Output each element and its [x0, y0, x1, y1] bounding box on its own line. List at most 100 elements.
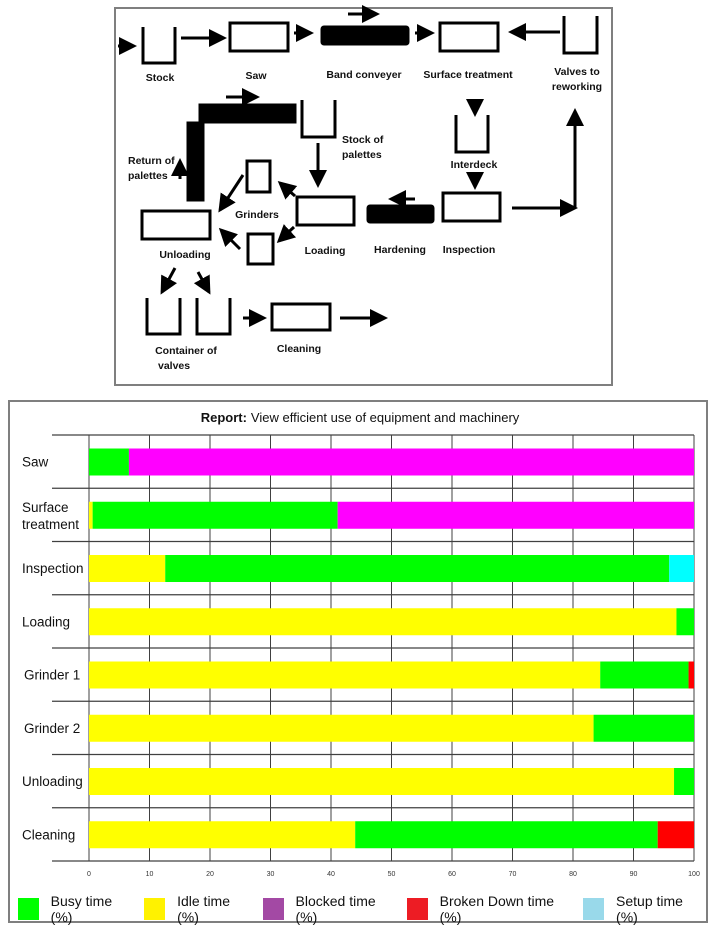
x-tick-label: 20 — [206, 871, 214, 878]
surface-treatment-machine — [438, 21, 500, 53]
chart-legend: Busy time (%) Idle time (%) Blocked time (… — [18, 893, 715, 925]
arrow-loading-grinder-1 — [277, 181, 298, 200]
category-label: Inspection — [22, 561, 84, 576]
legend-item: Idle time (%) — [144, 893, 250, 925]
legend-swatch — [144, 898, 166, 920]
label-grinders: Grinders — [235, 209, 279, 221]
bar-segment-idle-time — [89, 821, 356, 849]
palette-return-conveyer-vertical — [186, 121, 205, 202]
arrow-unloading-container-1 — [160, 267, 178, 295]
legend-label: Broken Down time (%) — [439, 893, 555, 925]
legend-item: Busy time (%) — [18, 893, 132, 925]
bar-segment-blocked-time — [128, 448, 694, 476]
legend-swatch — [18, 898, 39, 920]
bar-segment-busy-time — [355, 821, 658, 849]
bar-segment-idle-time — [89, 768, 675, 795]
legend-swatch — [262, 898, 284, 920]
bar-segment-busy-time — [674, 768, 694, 795]
chart-title-bold: Report: — [201, 410, 247, 425]
x-tick-label: 10 — [146, 871, 154, 878]
container-of-valves-bin-1 — [145, 298, 182, 336]
label-stock-of-palettes-1: Stock of — [342, 134, 384, 146]
legend-item: Setup time (%) — [583, 893, 703, 925]
category-label: Grinder 2 — [24, 721, 80, 736]
label-valves-line-2: reworking — [552, 81, 602, 93]
arrow-loading-grinder-2 — [276, 224, 297, 244]
label-unloading: Unloading — [159, 249, 210, 261]
label-hardening: Hardening — [374, 244, 426, 256]
label-interdeck: Interdeck — [451, 159, 498, 171]
chart-title: Report: View efficient use of equipment a… — [201, 410, 520, 425]
label-valves-line-1: Valves to — [554, 66, 600, 78]
chart-title-text: View efficient use of equipment and mach… — [251, 410, 520, 425]
band-conveyer — [320, 25, 410, 46]
category-label: Unloading — [22, 774, 83, 789]
bar-segment-busy-time — [92, 501, 338, 529]
grinder-2-machine — [246, 232, 275, 266]
saw-machine — [228, 21, 290, 53]
bar-segment-idle-time — [89, 555, 166, 582]
category-label: Loading — [22, 614, 70, 629]
label-inspection: Inspection — [443, 244, 496, 256]
bar-segment-blocked-time — [337, 501, 694, 529]
category-label: Cleaning — [22, 827, 75, 842]
bar-segment-busy-time — [165, 555, 670, 582]
arrow-grinder-1-unloading — [218, 174, 245, 213]
legend-label: Blocked time (%) — [295, 893, 376, 925]
bar-segment-busy-time — [593, 714, 694, 742]
label-return-of-palettes-2: palettes — [128, 170, 168, 182]
x-tick-label: 30 — [267, 871, 275, 878]
process-flow-diagram: Stock Saw Band conveyer Surface treatmen… — [114, 5, 613, 386]
legend-swatch — [583, 898, 605, 920]
container-of-valves-bin-2 — [195, 298, 232, 336]
arrow-grinder-2-unloading — [218, 227, 242, 251]
label-container-of-valves-2: valves — [158, 360, 190, 372]
chart-frame — [8, 400, 708, 923]
x-tick-label: 60 — [448, 871, 456, 878]
stock-bin — [141, 27, 177, 65]
bar-segment-idle-time — [89, 501, 93, 529]
legend-item: Broken Down time (%) — [406, 893, 571, 925]
bar-segment-setup-time — [669, 555, 694, 582]
bar-segment-broken-down-time — [657, 821, 694, 849]
x-tick-label: 70 — [509, 871, 517, 878]
inspection-machine — [441, 191, 502, 223]
label-stock-of-palettes-2: palettes — [342, 149, 382, 161]
label-loading: Loading — [305, 245, 346, 257]
label-stock: Stock — [146, 72, 175, 84]
x-tick-label: 80 — [569, 871, 577, 878]
palette-return-conveyer-horizontal — [198, 103, 297, 124]
label-saw: Saw — [245, 70, 267, 82]
interdeck-bin — [454, 115, 490, 154]
unloading-machine — [140, 209, 212, 241]
category-label: Grinder 1 — [24, 668, 80, 683]
label-return-of-palettes-1: Return of — [128, 155, 175, 167]
bar-segment-idle-time — [89, 608, 677, 636]
label-container-of-valves-1: Container of — [155, 345, 217, 357]
legend-label: Idle time (%) — [177, 893, 231, 925]
x-tick-label: 0 — [87, 871, 91, 878]
bar-segment-broken-down-time — [688, 661, 694, 689]
category-label: Saw — [22, 455, 49, 470]
bar-segment-busy-time — [676, 608, 694, 636]
bar-segment-idle-time — [89, 714, 594, 742]
legend-label: Busy time (%) — [50, 893, 113, 925]
label-surface-treatment: Surface treatment — [423, 69, 513, 81]
cleaning-machine — [270, 302, 332, 332]
bar-segment-idle-time — [89, 661, 601, 689]
x-tick-label: 40 — [327, 871, 335, 878]
grinder-1-machine — [245, 159, 272, 194]
label-band-conveyer: Band conveyer — [326, 69, 401, 81]
hardening-conveyer — [366, 204, 435, 224]
valves-bin — [562, 16, 599, 55]
legend-item: Blocked time (%) — [262, 893, 395, 925]
loading-machine — [295, 195, 356, 227]
x-tick-label: 100 — [688, 871, 700, 878]
stock-of-palettes-bin — [300, 100, 337, 139]
label-cleaning: Cleaning — [277, 343, 321, 355]
x-tick-label: 90 — [630, 871, 638, 878]
bar-segment-busy-time — [89, 448, 129, 476]
bar-segment-busy-time — [600, 661, 689, 689]
x-tick-label: 50 — [388, 871, 396, 878]
arrow-unloading-container-2 — [193, 271, 211, 295]
